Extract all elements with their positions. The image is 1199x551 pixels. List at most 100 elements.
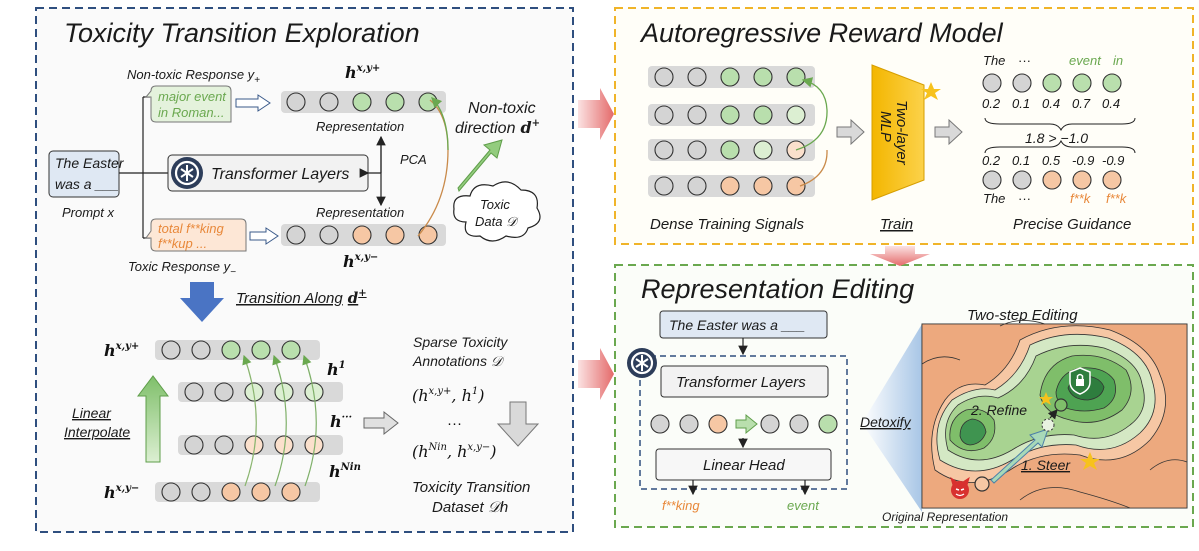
edit-inner-arrow	[735, 413, 758, 435]
guide-top-token-2	[1012, 73, 1032, 93]
top-score-2: 0.1	[1012, 96, 1030, 111]
train-label: Train	[880, 216, 913, 233]
refine-label: 2. Refine	[970, 402, 1027, 418]
interp-row1-token-4	[251, 340, 271, 360]
pair-bottom: (hNin, hx,y−)	[412, 442, 497, 461]
edit-token-left-2	[679, 414, 699, 434]
guide-top-token-4	[1072, 73, 1092, 93]
direction-arrow	[457, 139, 503, 193]
steered-point	[1041, 418, 1055, 432]
interp-row4-token-3	[221, 482, 241, 502]
edit-token-right-2	[789, 414, 809, 434]
linear-interpolate-line1: Linear	[72, 405, 112, 421]
representation-label-bottom: Representation	[316, 205, 404, 220]
dataset-line2: Dataset 𝒟h	[432, 499, 508, 516]
brace-top	[984, 117, 1136, 132]
linear-head-box	[655, 448, 832, 481]
guide-bot-token-3	[1042, 170, 1062, 190]
devil-icon	[950, 476, 970, 499]
original-repr-label: Original Representation	[882, 510, 1008, 524]
output-nontoxic: event	[787, 498, 820, 513]
dense-row2-token-4	[753, 105, 773, 125]
toxic-data-cloud	[453, 181, 541, 242]
openai-logo-icon	[171, 157, 203, 189]
interp-curve-2	[272, 354, 287, 487]
refined-point	[1054, 398, 1068, 412]
reward-title: Autoregressive Reward Model	[639, 18, 1004, 48]
dense-row4-token-4	[753, 176, 773, 196]
toxic-token-4	[385, 225, 405, 245]
guide-top-dots: ···	[1018, 53, 1031, 68]
bottom-score-4: -0.9	[1072, 153, 1094, 168]
dense-row2-token-1	[654, 105, 674, 125]
detoxify-wedge	[862, 324, 922, 512]
pca-curve	[417, 99, 449, 237]
nontoxic-token-4	[385, 92, 405, 112]
prompt-text-line1: The Easter	[55, 155, 125, 171]
guide-top-token-5	[1102, 73, 1122, 93]
nontoxic-response-label: Non-toxic Response y+	[127, 67, 260, 86]
guide-bot-the: The	[983, 191, 1005, 206]
edit-prompt-text: The Easter was a ___	[669, 317, 805, 333]
toxic-token-5	[418, 225, 438, 245]
interp-row4-token-5	[281, 482, 301, 502]
openai-logo-edit-icon	[627, 348, 657, 378]
nontoxic-token-2	[319, 92, 339, 112]
output-toxic: f**king	[662, 498, 700, 513]
panel-arrow-down	[870, 246, 930, 266]
dense-label: Dense Training Signals	[650, 216, 804, 233]
panel-arrow-top	[578, 88, 614, 140]
contour-map	[921, 320, 1188, 509]
nontoxic-token-3	[352, 92, 372, 112]
bottom-score-3: 0.5	[1042, 153, 1061, 168]
edit-token-left-1	[650, 414, 670, 434]
panel-arrow-bottom	[578, 348, 614, 400]
linear-head-label: Linear Head	[703, 457, 785, 474]
steer-label: 1. Steer	[1021, 457, 1071, 473]
pca-label: PCA	[400, 152, 427, 167]
exploration-title: Toxicity Transition Exploration	[64, 18, 420, 48]
toxic-data-line2: Data 𝒟	[475, 214, 519, 229]
dense-curve-green	[795, 77, 828, 151]
dense-row3-token-4	[753, 140, 773, 160]
interp-h-top: hx,y+	[104, 341, 139, 360]
bottom-score-1: 0.2	[982, 153, 1001, 168]
score-comparison: 1.8 > −1.0	[1025, 130, 1088, 146]
interp-row1-token-3	[221, 340, 241, 360]
detoxify-label: Detoxify	[860, 414, 912, 430]
top-score-3: 0.4	[1042, 96, 1060, 111]
dense-row1-token-3	[720, 67, 740, 87]
mlp-trapezoid	[871, 64, 925, 201]
nontoxic-text-line2: in Roman...	[158, 105, 224, 120]
editing-title: Representation Editing	[641, 274, 914, 304]
star-refine-icon	[1039, 392, 1053, 405]
interp-row1-token-2	[191, 340, 211, 360]
guide-top-token-3	[1042, 73, 1062, 93]
toxic-text-line1: total f**king	[158, 221, 225, 236]
reward-arrow-1	[836, 118, 865, 146]
guide-top-event: event	[1069, 53, 1102, 68]
toxic-text-line2: f**kup ...	[158, 236, 207, 251]
reward-arrow-2	[934, 118, 963, 146]
dense-row4-token-1	[654, 176, 674, 196]
guide-bot-dots: ···	[1018, 191, 1031, 206]
mlp-label-2: MLP	[877, 111, 894, 142]
toxic-response-label: Toxic Response y−	[128, 259, 236, 278]
pca-curve-green	[431, 97, 449, 151]
edit-model-frame	[639, 355, 848, 490]
interp-h1: h1	[327, 360, 346, 379]
interp-row4-token-2	[191, 482, 211, 502]
dense-row2-token-2	[687, 105, 707, 125]
dataset-down-arrow	[496, 401, 540, 447]
sparse-annotations-line2: Annotations 𝒟	[412, 353, 505, 369]
steer-arrow	[990, 428, 1049, 484]
top-score-5: 0.4	[1102, 96, 1120, 111]
guide-bot-token-2	[1012, 170, 1032, 190]
dense-row2-token-5	[786, 105, 806, 125]
guidance-label: Precise Guidance	[1013, 216, 1131, 233]
transition-down-arrow	[180, 282, 224, 322]
toxic-token-2	[319, 225, 339, 245]
brace-bottom	[984, 139, 1136, 154]
